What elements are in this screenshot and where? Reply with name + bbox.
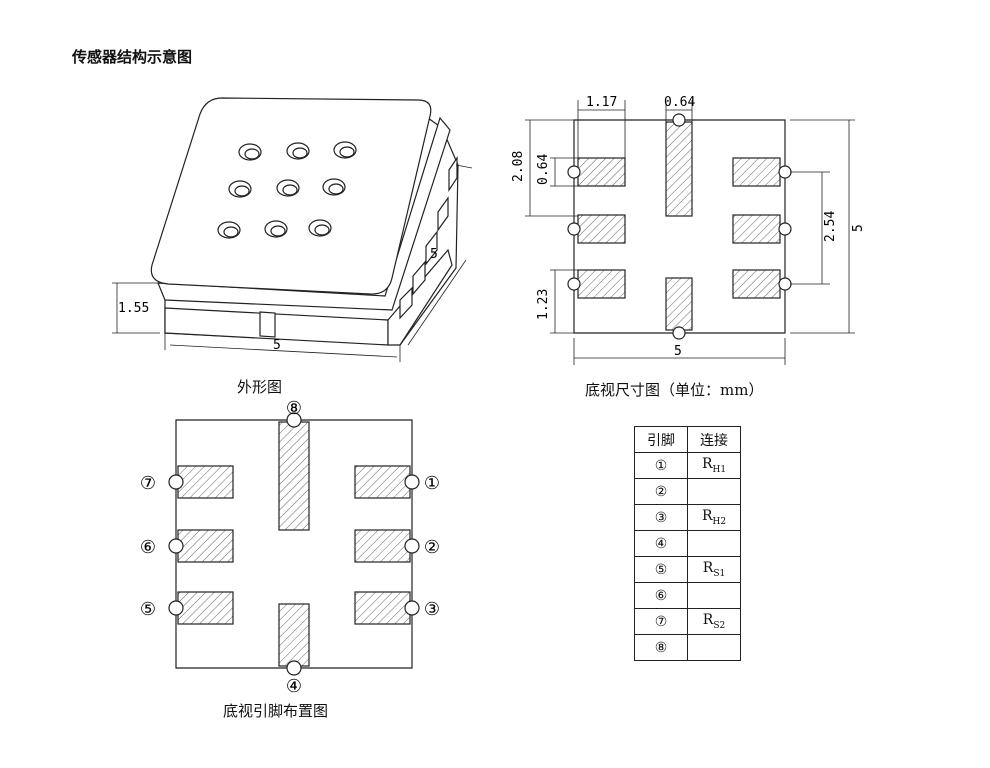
pin-cell: ② bbox=[634, 478, 688, 505]
table-row: ⑥ bbox=[634, 582, 741, 609]
connection-cell: RS2 bbox=[687, 608, 741, 635]
pin-cell: ⑧ bbox=[634, 634, 688, 661]
connection-cell bbox=[687, 582, 741, 609]
page-title: 传感器结构示意图 bbox=[72, 48, 193, 66]
pin-label-3: ③ bbox=[424, 599, 440, 620]
table-row: ④ bbox=[634, 530, 741, 557]
pin-cell: ⑦ bbox=[634, 608, 688, 635]
pin-label-7: ⑦ bbox=[140, 473, 156, 494]
pin-cell: ① bbox=[634, 452, 688, 479]
table-header-connection: 连接 bbox=[687, 426, 741, 453]
connection-cell: RH1 bbox=[687, 452, 741, 479]
dim-total-height: 5 bbox=[851, 224, 866, 232]
caption-outline: 外形图 bbox=[237, 378, 283, 396]
dim-pitch: 2.54 bbox=[823, 211, 838, 242]
outline-dim-width: 5 bbox=[273, 338, 281, 353]
pin-label-1: ① bbox=[424, 473, 440, 494]
dim-center-width: 0.64 bbox=[664, 95, 695, 110]
pin-cell: ③ bbox=[634, 504, 688, 531]
connection-cell bbox=[687, 634, 741, 661]
pin-label-4: ④ bbox=[286, 676, 302, 697]
table-row: ② bbox=[634, 478, 741, 505]
connection-cell: RS1 bbox=[687, 556, 741, 583]
connection-cell bbox=[687, 478, 741, 505]
outline-3d-view bbox=[112, 97, 473, 362]
pin-cell: ⑥ bbox=[634, 582, 688, 609]
dim-bottom-height: 1.23 bbox=[536, 289, 551, 320]
pin-label-2: ② bbox=[424, 537, 440, 558]
table-header-pin: 引脚 bbox=[634, 426, 688, 453]
pin-cell: ④ bbox=[634, 530, 688, 557]
table-row: ⑧ bbox=[634, 634, 741, 661]
outline-dim-height: 1.55 bbox=[118, 301, 149, 316]
pin-layout-view bbox=[168, 412, 420, 676]
pin-label-8: ⑧ bbox=[286, 398, 302, 419]
dim-total-width: 5 bbox=[674, 344, 682, 359]
pin-label-6: ⑥ bbox=[140, 537, 156, 558]
outline-dim-depth: 5 bbox=[430, 247, 438, 262]
dim-pad-width: 1.17 bbox=[586, 95, 617, 110]
dim-top-height: 2.08 bbox=[511, 151, 526, 182]
caption-bottom-dimensions: 底视尺寸图（单位：mm） bbox=[585, 381, 764, 399]
dim-pad-height: 0.64 bbox=[536, 154, 551, 185]
connection-cell bbox=[687, 530, 741, 557]
pin-label-5: ⑤ bbox=[140, 599, 156, 620]
bottom-dimension-view bbox=[525, 100, 855, 365]
pin-cell: ⑤ bbox=[634, 556, 688, 583]
caption-pin-layout: 底视引脚布置图 bbox=[223, 702, 329, 720]
connection-cell: RH2 bbox=[687, 504, 741, 531]
